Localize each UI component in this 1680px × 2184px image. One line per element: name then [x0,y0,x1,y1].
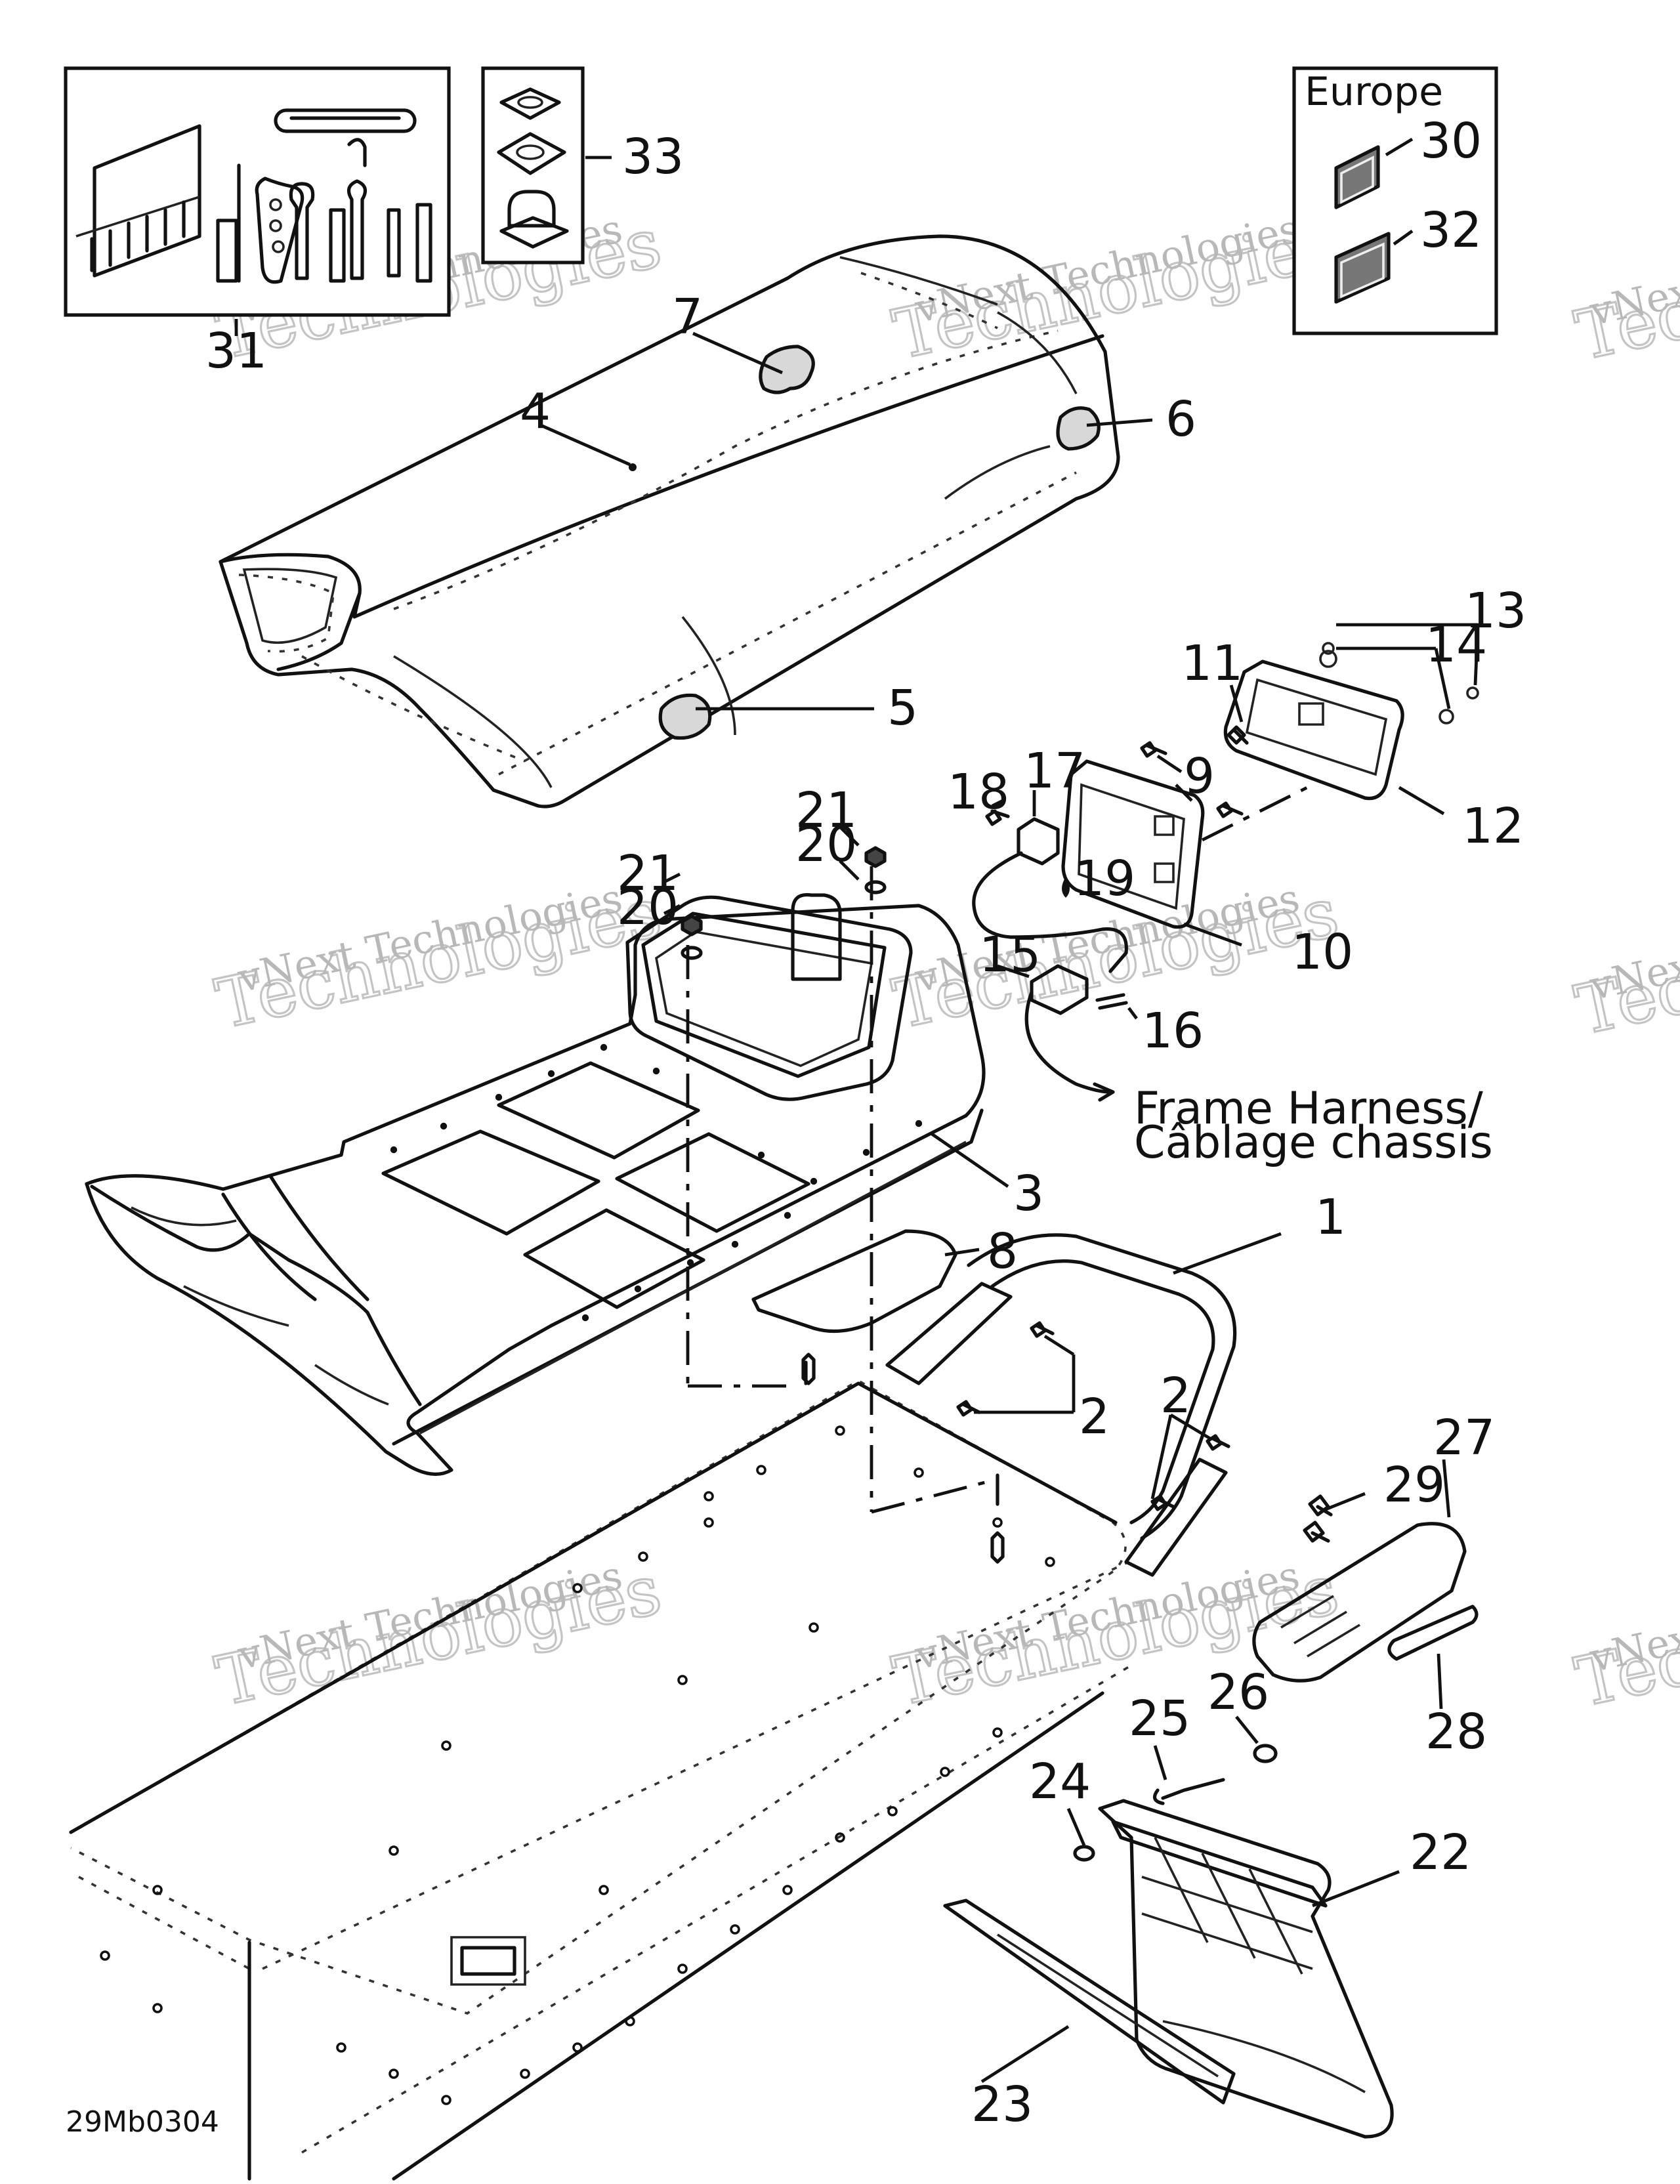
callout-4: 4 [520,383,551,440]
callout-13: 13 [1465,583,1526,639]
callout-14: 14 [1425,617,1487,673]
callout-32: 32 [1420,202,1482,259]
callout-9: 9 [1184,748,1215,805]
callout-24: 24 [1029,1754,1091,1810]
tool-kit-inset: 31 [64,66,451,379]
seat-base-assembly: 21 20 21 20 3 8 [85,782,1044,1476]
callout-3: 3 [1013,1166,1044,1222]
callout-18: 18 [948,764,1009,820]
callout-2a: 2 [1079,1389,1110,1445]
frame-harness-label: Frame Harness/ [1134,1083,1483,1135]
cablage-chassis-label: Câblage chassis [1134,1117,1493,1169]
callout-29: 29 [1383,1457,1445,1513]
callout-15: 15 [979,927,1041,983]
rear-cover-assembly: 29 27 28 [1252,1410,1495,1760]
callout-20b: 20 [795,816,857,873]
seat-assembly: 7 4 6 5 [219,234,1196,808]
callout-11: 11 [1181,635,1243,692]
tail-light-assembly: 13 14 11 9 12 10 17 18 19 15 16 Frame Ha… [948,583,1526,1169]
grab-handle-assembly: 1 2 2 [885,1189,1346,1577]
callout-7: 7 [672,289,703,345]
europe-inset: Europe 30 32 [1292,66,1498,335]
callout-20a: 20 [617,879,679,936]
callout-12: 12 [1462,798,1524,854]
callout-6: 6 [1166,391,1196,448]
callout-22: 22 [1410,1824,1471,1881]
tunnel [69,1353,1129,2181]
callout-19: 19 [1074,850,1135,907]
callout-21b: 21 [795,782,857,839]
callout-25: 25 [1129,1690,1190,1747]
callout-2b: 2 [1160,1368,1191,1424]
callout-26: 26 [1208,1664,1269,1721]
callout-10: 10 [1292,924,1353,980]
europe-label: Europe [1305,69,1443,115]
snow-flap-assembly: 24 25 26 22 23 [943,1664,1471,2139]
callout-1: 1 [1315,1189,1346,1246]
callout-27: 27 [1433,1410,1495,1466]
callout-5: 5 [887,680,918,736]
diagram-code: 29Mb0304 [66,2105,219,2139]
callout-17: 17 [1024,743,1085,799]
callout-30: 30 [1420,113,1482,169]
callout-33: 33 [622,129,684,185]
callout-16: 16 [1142,1003,1204,1059]
centerlines [686,866,999,1514]
callout-28: 28 [1425,1704,1487,1760]
hardware-inset: 33 [481,66,684,264]
callout-21a: 21 [617,845,679,902]
callout-23: 23 [971,2076,1033,2133]
